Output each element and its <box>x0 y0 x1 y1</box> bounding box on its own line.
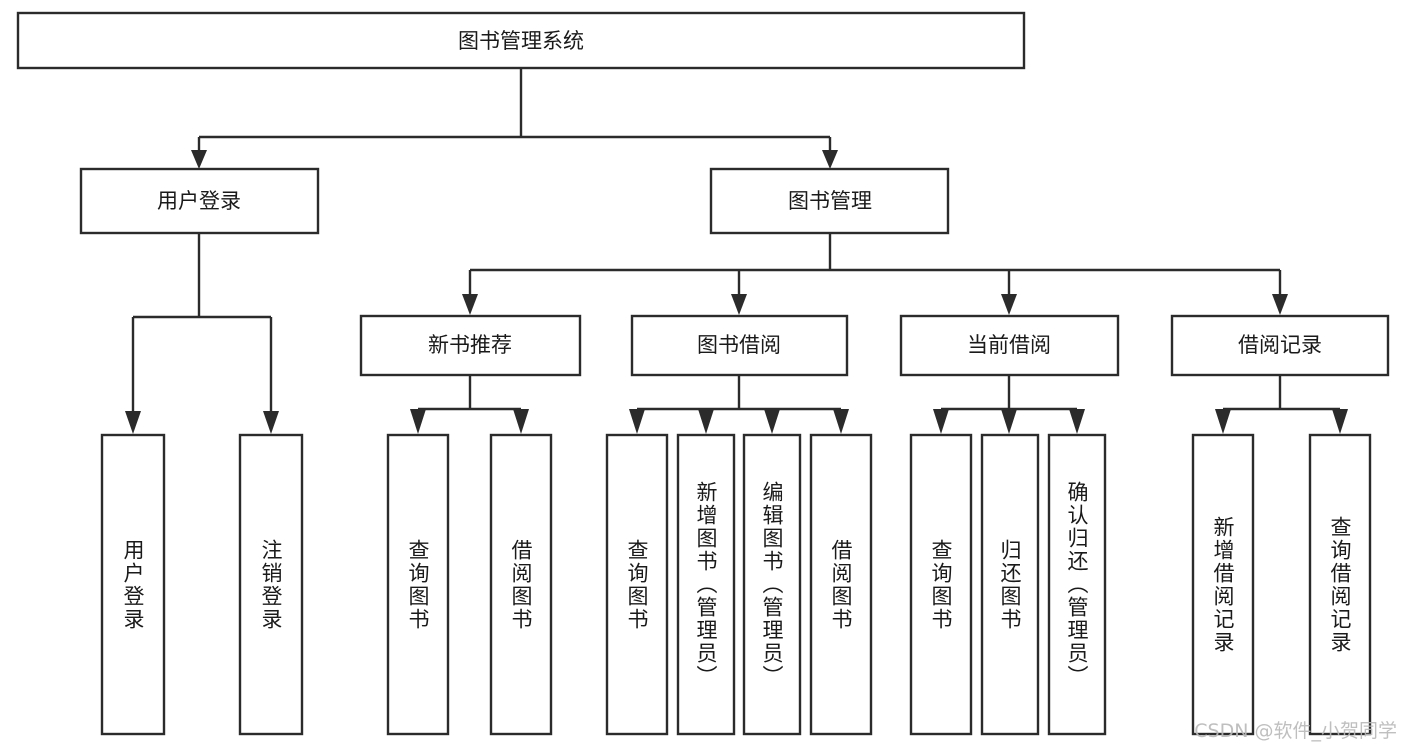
arrow-head-current-borrow <box>1001 294 1017 315</box>
leaf-box-nbr-2[interactable] <box>489 433 553 736</box>
arrow-head-borrow-record <box>1272 294 1288 315</box>
leaf-box-cb-1[interactable] <box>909 433 973 736</box>
leaf-box-nbr-1[interactable] <box>386 433 450 736</box>
leaf-box-cb-2[interactable] <box>980 433 1040 736</box>
node-root[interactable]: 图书管理系统 <box>16 11 1026 70</box>
arrow-head-leaf-bb-3 <box>764 409 780 434</box>
node-user-login-label: 用户登录 <box>157 189 241 213</box>
arrow-head-new-book-recommend <box>462 294 478 315</box>
leaf-box-cb-3[interactable] <box>1047 433 1107 736</box>
node-book-borrow-label: 图书借阅 <box>697 333 781 357</box>
node-book-borrow[interactable]: 图书借阅 <box>630 314 849 377</box>
connector-group-user-login <box>125 233 279 434</box>
watermark: CSDN @软件_小贺同学 <box>1194 720 1397 742</box>
leaf-box-bb-3[interactable] <box>742 433 802 736</box>
arrow-head-leaf-bb-4 <box>833 409 849 434</box>
arrow-head-leaf-cb-2 <box>1001 409 1017 434</box>
arrow-head-leaf-bb-2 <box>698 409 714 434</box>
leaf-box-bb-2[interactable] <box>676 433 736 736</box>
node-new-book-recommend-label: 新书推荐 <box>428 333 512 357</box>
node-book-borrow-box[interactable] <box>630 314 849 377</box>
connector-group-root <box>191 68 838 169</box>
arrow-head-book-borrow <box>731 294 747 315</box>
node-new-book-recommend[interactable]: 新书推荐 <box>359 314 582 377</box>
arrow-head-leaf-user-login-1 <box>125 411 141 434</box>
node-new-book-recommend-box[interactable] <box>359 314 582 377</box>
connector-group-book-mgmt <box>462 233 1288 315</box>
node-current-borrow-label: 当前借阅 <box>967 333 1051 357</box>
arrow-head-leaf-cb-3 <box>1069 409 1085 434</box>
node-user-login[interactable]: 用户登录 <box>79 167 320 235</box>
node-root-box[interactable] <box>16 11 1026 70</box>
leaf-box-bb-4[interactable] <box>809 433 873 736</box>
leaf-box-user-login-1[interactable] <box>100 433 166 736</box>
arrow-head-leaf-cb-1 <box>933 409 949 434</box>
connector-group-current-borrow <box>933 375 1085 434</box>
connector-group-new-book-recommend <box>410 375 529 434</box>
node-book-management-box[interactable] <box>709 167 950 235</box>
node-current-borrow-box[interactable] <box>899 314 1120 377</box>
node-borrow-record-box[interactable] <box>1170 314 1390 377</box>
node-current-borrow[interactable]: 当前借阅 <box>899 314 1120 377</box>
node-book-management[interactable]: 图书管理 <box>709 167 950 235</box>
arrow-head-user-login <box>191 150 207 169</box>
connector-group-borrow-record <box>1215 375 1348 434</box>
node-borrow-record-label: 借阅记录 <box>1238 333 1322 357</box>
arrow-head-leaf-br-1 <box>1215 409 1231 434</box>
leaf-box-bb-1[interactable] <box>605 433 669 736</box>
arrow-head-leaf-nbr-2 <box>513 409 529 434</box>
node-borrow-record[interactable]: 借阅记录 <box>1170 314 1390 377</box>
node-book-management-label: 图书管理 <box>788 189 872 213</box>
node-user-login-box[interactable] <box>79 167 320 235</box>
connector-group-book-borrow <box>629 375 849 434</box>
arrow-head-book-mgmt <box>822 150 838 169</box>
leaf-box-user-login-2[interactable] <box>238 433 304 736</box>
arrow-head-leaf-br-2 <box>1332 409 1348 434</box>
leaf-box-br-2[interactable] <box>1308 433 1372 736</box>
node-root-label: 图书管理系统 <box>458 29 584 53</box>
leaf-box-br-1[interactable] <box>1191 433 1255 736</box>
arrow-head-leaf-nbr-1 <box>410 409 426 434</box>
arrow-head-leaf-bb-1 <box>629 409 645 434</box>
arrow-head-leaf-user-login-2 <box>263 411 279 434</box>
